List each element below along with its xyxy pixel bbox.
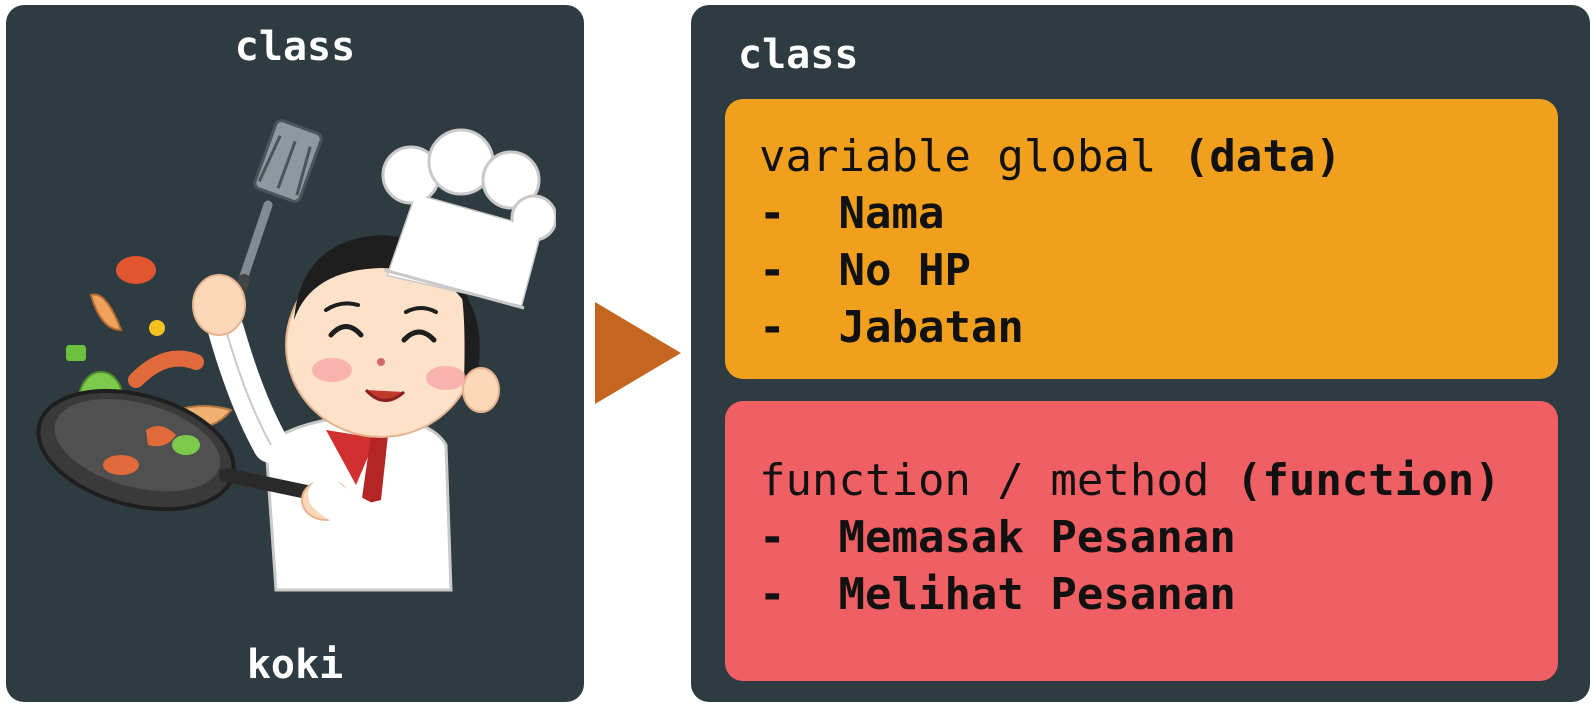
function-heading-tag: (function)	[1235, 455, 1501, 506]
bullet: -	[759, 188, 786, 239]
item-text: No HP	[838, 245, 971, 296]
class-name-label: koki	[246, 642, 344, 688]
data-heading-tag: (data)	[1182, 131, 1342, 182]
item-text: Jabatan	[838, 302, 1024, 353]
function-heading: function / method (function)	[759, 459, 1501, 503]
class-label: class	[234, 24, 356, 70]
item-text: Memasak Pesanan	[838, 512, 1236, 563]
list-item: - Nama	[759, 192, 944, 236]
bullet: -	[759, 245, 786, 296]
function-heading-text: function / method	[759, 455, 1210, 506]
function-box: function / method (function) - Memasak P…	[725, 401, 1558, 681]
right-arrow-icon	[595, 302, 681, 404]
data-box: variable global (data) - Nama - No HP - …	[725, 99, 1558, 379]
class-label: class	[738, 32, 859, 78]
list-item: - Melihat Pesanan	[759, 573, 1236, 617]
bullet: -	[759, 302, 786, 353]
class-structure-panel: class variable global (data) - Nama - No…	[691, 5, 1590, 702]
item-text: Nama	[838, 188, 945, 239]
spatula-icon	[216, 119, 323, 346]
data-heading: variable global (data)	[759, 135, 1342, 179]
list-item: - Memasak Pesanan	[759, 516, 1236, 560]
data-heading-text: variable global	[759, 131, 1157, 182]
list-item: - Jabatan	[759, 306, 1024, 350]
bullet: -	[759, 569, 786, 620]
item-text: Melihat Pesanan	[838, 569, 1236, 620]
class-panel-koki: class	[6, 5, 584, 702]
chef-cooking-icon	[36, 119, 556, 592]
list-item: - No HP	[759, 249, 971, 293]
bullet: -	[759, 512, 786, 563]
